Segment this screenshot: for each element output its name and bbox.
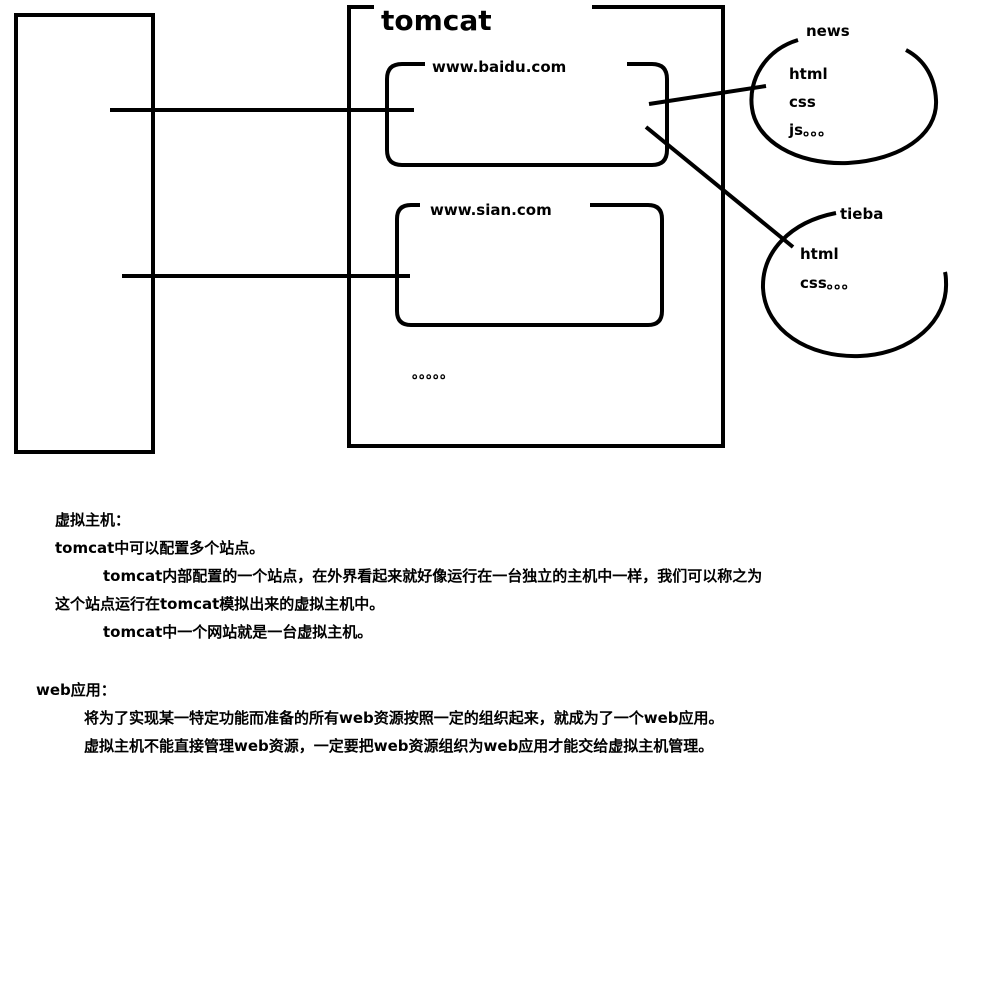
virtual-host-text: tomcat中可以配置多个站点。 [55, 539, 265, 557]
virtual-host-sian-box [395, 203, 664, 327]
virtual-host-heading: 虚拟主机： [55, 511, 131, 529]
client-box [14, 13, 155, 454]
web-app-tieba-item: css。。。 [800, 274, 857, 292]
baidu-to-news-line [648, 84, 767, 106]
virtual-host-text: 这个站点运行在tomcat模拟出来的虚拟主机中。 [55, 595, 385, 613]
virtual-host-baidu-box [385, 62, 669, 167]
virtual-host-sian-label: www.sian.com [430, 201, 552, 219]
web-app-tieba-item: html [800, 245, 839, 263]
web-app-news-label: news [806, 22, 850, 40]
virtual-host-text: tomcat内部配置的一个站点，在外界看起来就好像运行在一台独立的主机中一样，我… [103, 567, 763, 585]
virtual-host-text: tomcat中一个网站就是一台虚拟主机。 [103, 623, 373, 641]
virtual-host-baidu-label: www.baidu.com [432, 58, 566, 76]
tomcat-server-box [347, 5, 725, 448]
virtual-host-diagram: tomcat www.baidu.com www.sian.com 。。。。。 … [14, 4, 949, 454]
web-app-text: 将为了实现某一特定功能而准备的所有web资源按照一定的组织起来，就成为了一个we… [84, 709, 724, 727]
web-app-news-circle [749, 38, 939, 166]
web-app-heading: web应用： [36, 681, 116, 699]
web-app-news-item: css [789, 93, 816, 111]
more-hosts-ellipsis: 。。。。。 [412, 366, 454, 382]
web-app-news-item: html [789, 65, 828, 83]
tomcat-label: tomcat [381, 4, 492, 37]
web-app-tieba-label: tieba [840, 205, 883, 223]
baidu-to-tieba-line [644, 125, 795, 249]
web-app-news-item: js。。。 [788, 121, 833, 139]
web-app-text: 虚拟主机不能直接管理web资源，一定要把web资源组织为web应用才能交给虚拟主… [84, 737, 714, 755]
web-app-tieba-circle [760, 211, 949, 359]
